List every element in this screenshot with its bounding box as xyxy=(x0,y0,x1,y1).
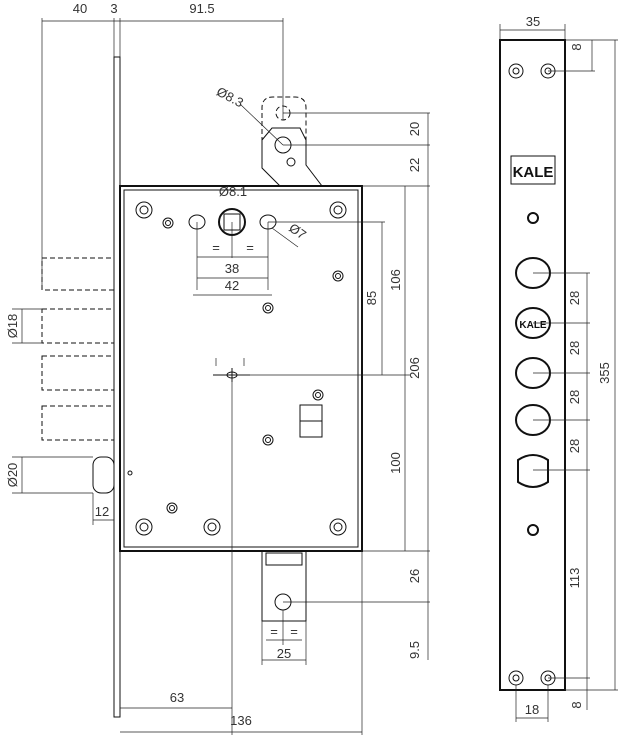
dim-113: 113 xyxy=(567,568,582,589)
dim-o8-3: Ø8.3 xyxy=(214,84,246,110)
dim-136: 136 xyxy=(230,713,252,728)
top-strike-bracket: Ø8.3 20 22 xyxy=(214,84,430,187)
dim-42: 42 xyxy=(225,278,239,293)
dim-o20: Ø20 xyxy=(5,463,20,488)
latch: Ø20 12 xyxy=(5,456,115,525)
case-screws xyxy=(127,201,347,536)
dim-206: 206 xyxy=(407,357,422,379)
dim-22: 22 xyxy=(407,158,422,172)
bottom-strike-bracket: = = 25 xyxy=(261,550,307,665)
dim-9-5: 9.5 xyxy=(407,641,422,659)
cylinder-center xyxy=(213,358,410,735)
equal-mark-bottom-right: = xyxy=(290,624,298,639)
dim-35: 35 xyxy=(526,14,540,29)
dim-28-4: 28 xyxy=(567,439,582,453)
cylinder-logo: KALE xyxy=(519,320,547,331)
dim-106: 106 xyxy=(388,269,403,291)
dim-18: 18 xyxy=(525,702,539,717)
dim-20: 20 xyxy=(407,122,422,136)
dim-355: 355 xyxy=(597,362,612,384)
dim-8-top: 8 xyxy=(569,43,584,50)
dim-o8-1: Ø8.1 xyxy=(219,184,247,199)
dim-63: 63 xyxy=(170,690,184,705)
top-dimensions: 40 3 91.5 xyxy=(41,1,284,290)
faceplate: 35 KALE KALE 28 28 28 28 113 8 355 8 18 xyxy=(499,14,618,722)
deadbolts: Ø18 xyxy=(5,257,115,441)
dim-o18: Ø18 xyxy=(5,314,20,339)
dim-100: 100 xyxy=(388,452,403,474)
dim-28-1: 28 xyxy=(567,291,582,305)
kale-logo: KALE xyxy=(510,155,556,185)
brand-logo: KALE xyxy=(513,164,554,181)
dim-3: 3 xyxy=(110,1,117,16)
case-height-dimensions: 85 106 100 206 26 9.5 xyxy=(268,186,430,660)
dim-40: 40 xyxy=(73,1,87,16)
equal-mark-left: = xyxy=(212,240,220,255)
dim-25: 25 xyxy=(277,646,291,661)
bottom-dimensions: 63 136 xyxy=(120,551,363,735)
dim-28-2: 28 xyxy=(567,341,582,355)
faceplate-screws xyxy=(508,63,556,686)
equal-mark-bottom-left: = xyxy=(270,624,278,639)
dim-28-3: 28 xyxy=(567,390,582,404)
dim-o7: Ø7 xyxy=(286,220,309,242)
dim-12: 12 xyxy=(95,504,109,519)
dim-26: 26 xyxy=(407,569,422,583)
spindle-area: Ø8.1 Ø7 = = 38 42 xyxy=(162,184,309,296)
dim-8-bottom: 8 xyxy=(569,701,584,708)
dim-38: 38 xyxy=(225,261,239,276)
dim-85: 85 xyxy=(364,291,379,305)
equal-mark-right: = xyxy=(246,240,254,255)
lock-case xyxy=(119,185,363,552)
dim-91-5: 91.5 xyxy=(189,1,214,16)
